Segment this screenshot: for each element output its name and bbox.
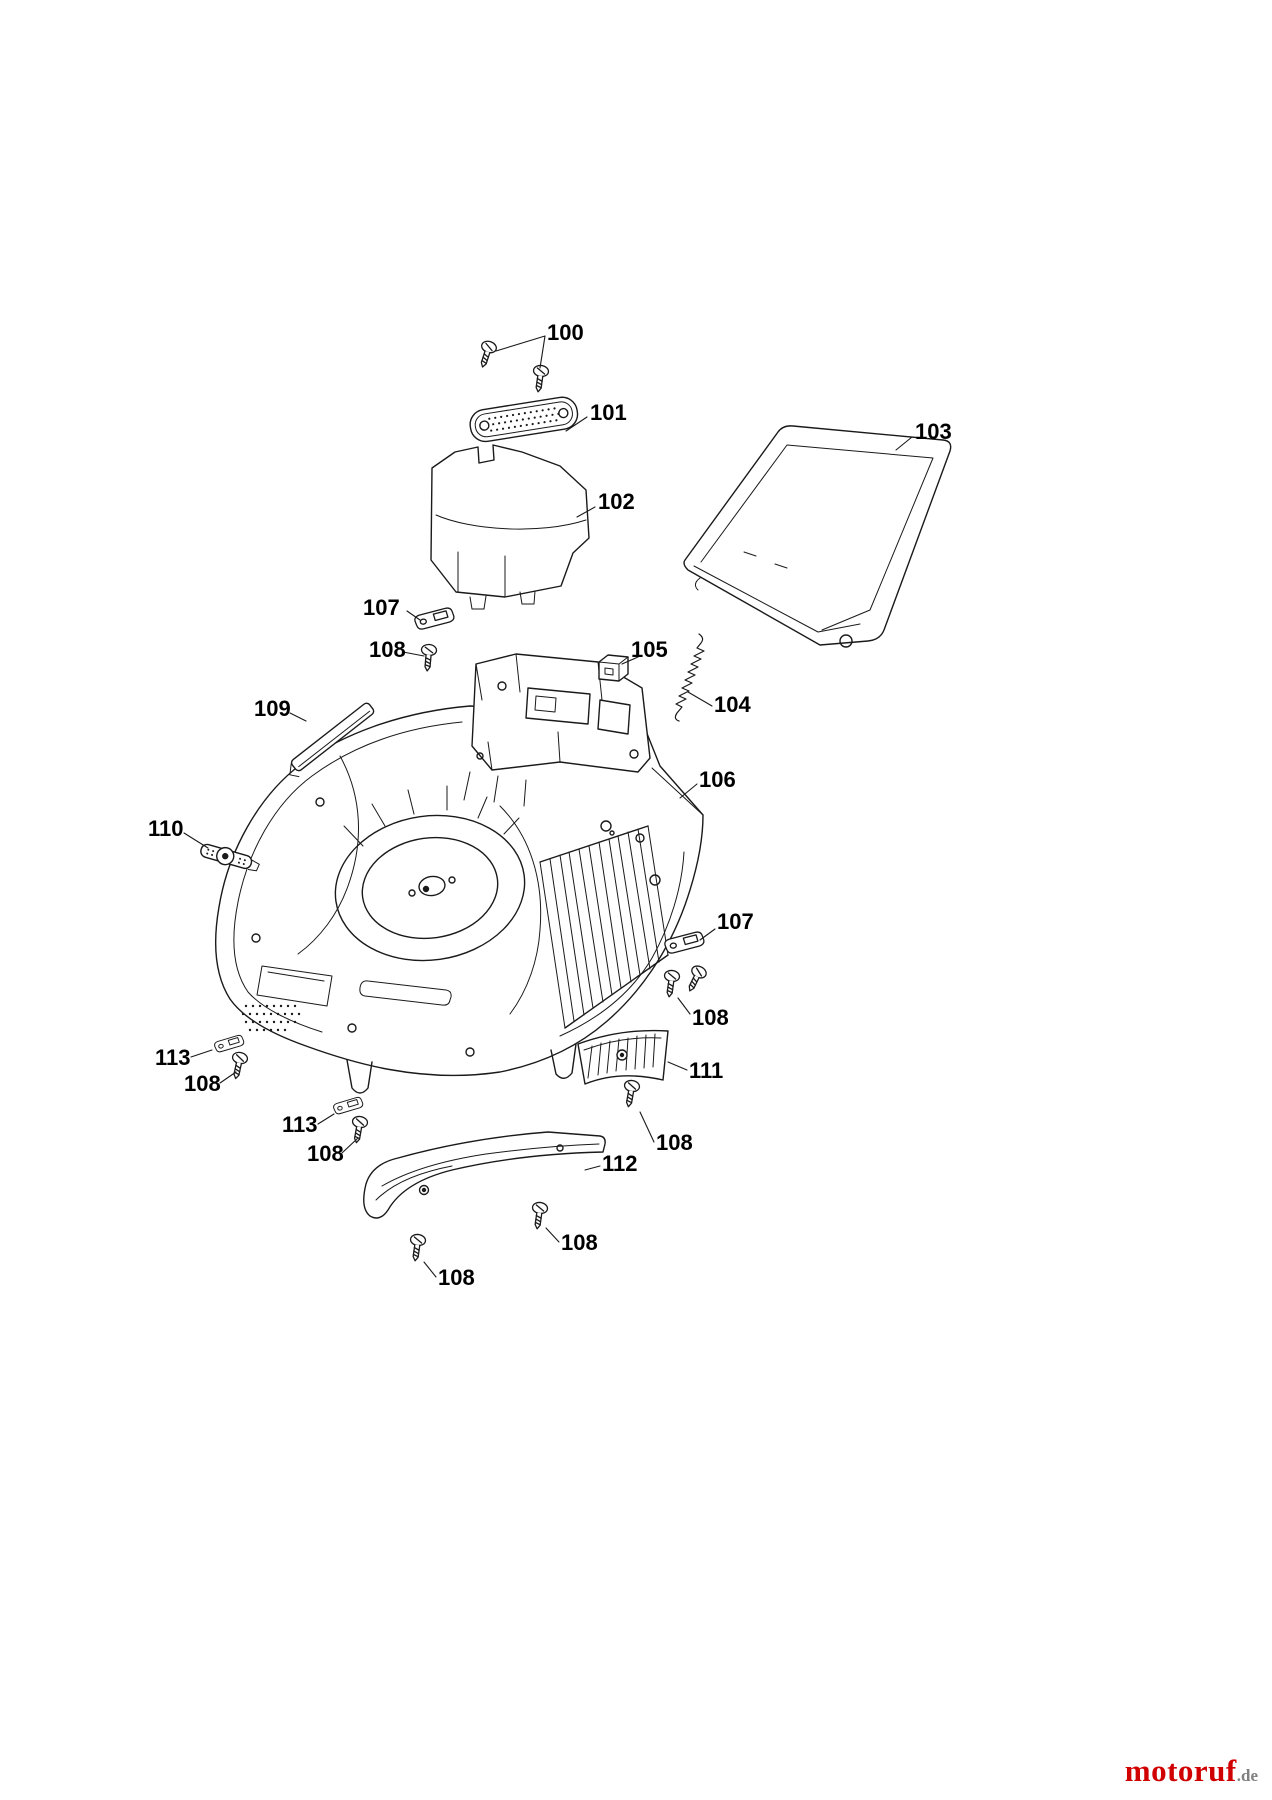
callout-label-112: 112 (602, 1151, 638, 1176)
callout-label-107a: 107 (363, 595, 400, 620)
logo-main-text: motoruf (1124, 1753, 1237, 1788)
callout-label-108a: 108 (369, 637, 406, 662)
callout-label-100: 100 (547, 320, 584, 345)
callout-label-103: 103 (915, 419, 952, 444)
part-deck-housing (214, 705, 704, 1094)
callout-label-109: 109 (254, 696, 291, 721)
callout-label-104: 104 (714, 692, 751, 717)
callout-label-106: 106 (699, 767, 736, 792)
callout-label-105: 105 (631, 637, 668, 662)
part-100-screws (474, 338, 550, 394)
callout-label-108f: 108 (561, 1230, 598, 1255)
callout-label-111: 111 (689, 1058, 724, 1083)
part-101-handle (469, 396, 579, 443)
callout-label-108g: 108 (438, 1265, 475, 1290)
part-112-front-cover (363, 1131, 606, 1219)
part-113-clip-left (213, 1034, 246, 1054)
part-113-clip-lower (332, 1096, 365, 1116)
part-109-trim-strip (289, 702, 375, 778)
part-103-flap (683, 425, 952, 648)
callout-label-107b: 107 (717, 909, 754, 934)
motoruf-logo[interactable]: motoruf.de (1125, 1755, 1258, 1786)
callout-label-108e: 108 (307, 1141, 344, 1166)
part-104-spring (674, 633, 705, 722)
part-105-bushing (598, 654, 629, 682)
callout-label-110: 110 (148, 816, 184, 841)
callout-label-108b: 108 (692, 1005, 729, 1030)
part-110-lever (200, 843, 260, 872)
part-111-grille (577, 1029, 669, 1085)
callout-label-101: 101 (590, 400, 627, 425)
part-motor-mount (471, 653, 651, 773)
part-107-clip-top (413, 606, 456, 631)
callout-label-113b: 113 (282, 1112, 318, 1137)
callout-label-102: 102 (598, 489, 635, 514)
callout-label-108c: 108 (184, 1071, 221, 1096)
callout-label-108d: 108 (656, 1130, 693, 1155)
callout-leader-lines (183, 335, 913, 1278)
part-102-cover (430, 444, 590, 610)
logo-tld-text: .de (1236, 1766, 1258, 1785)
callout-label-113a: 113 (155, 1045, 191, 1070)
